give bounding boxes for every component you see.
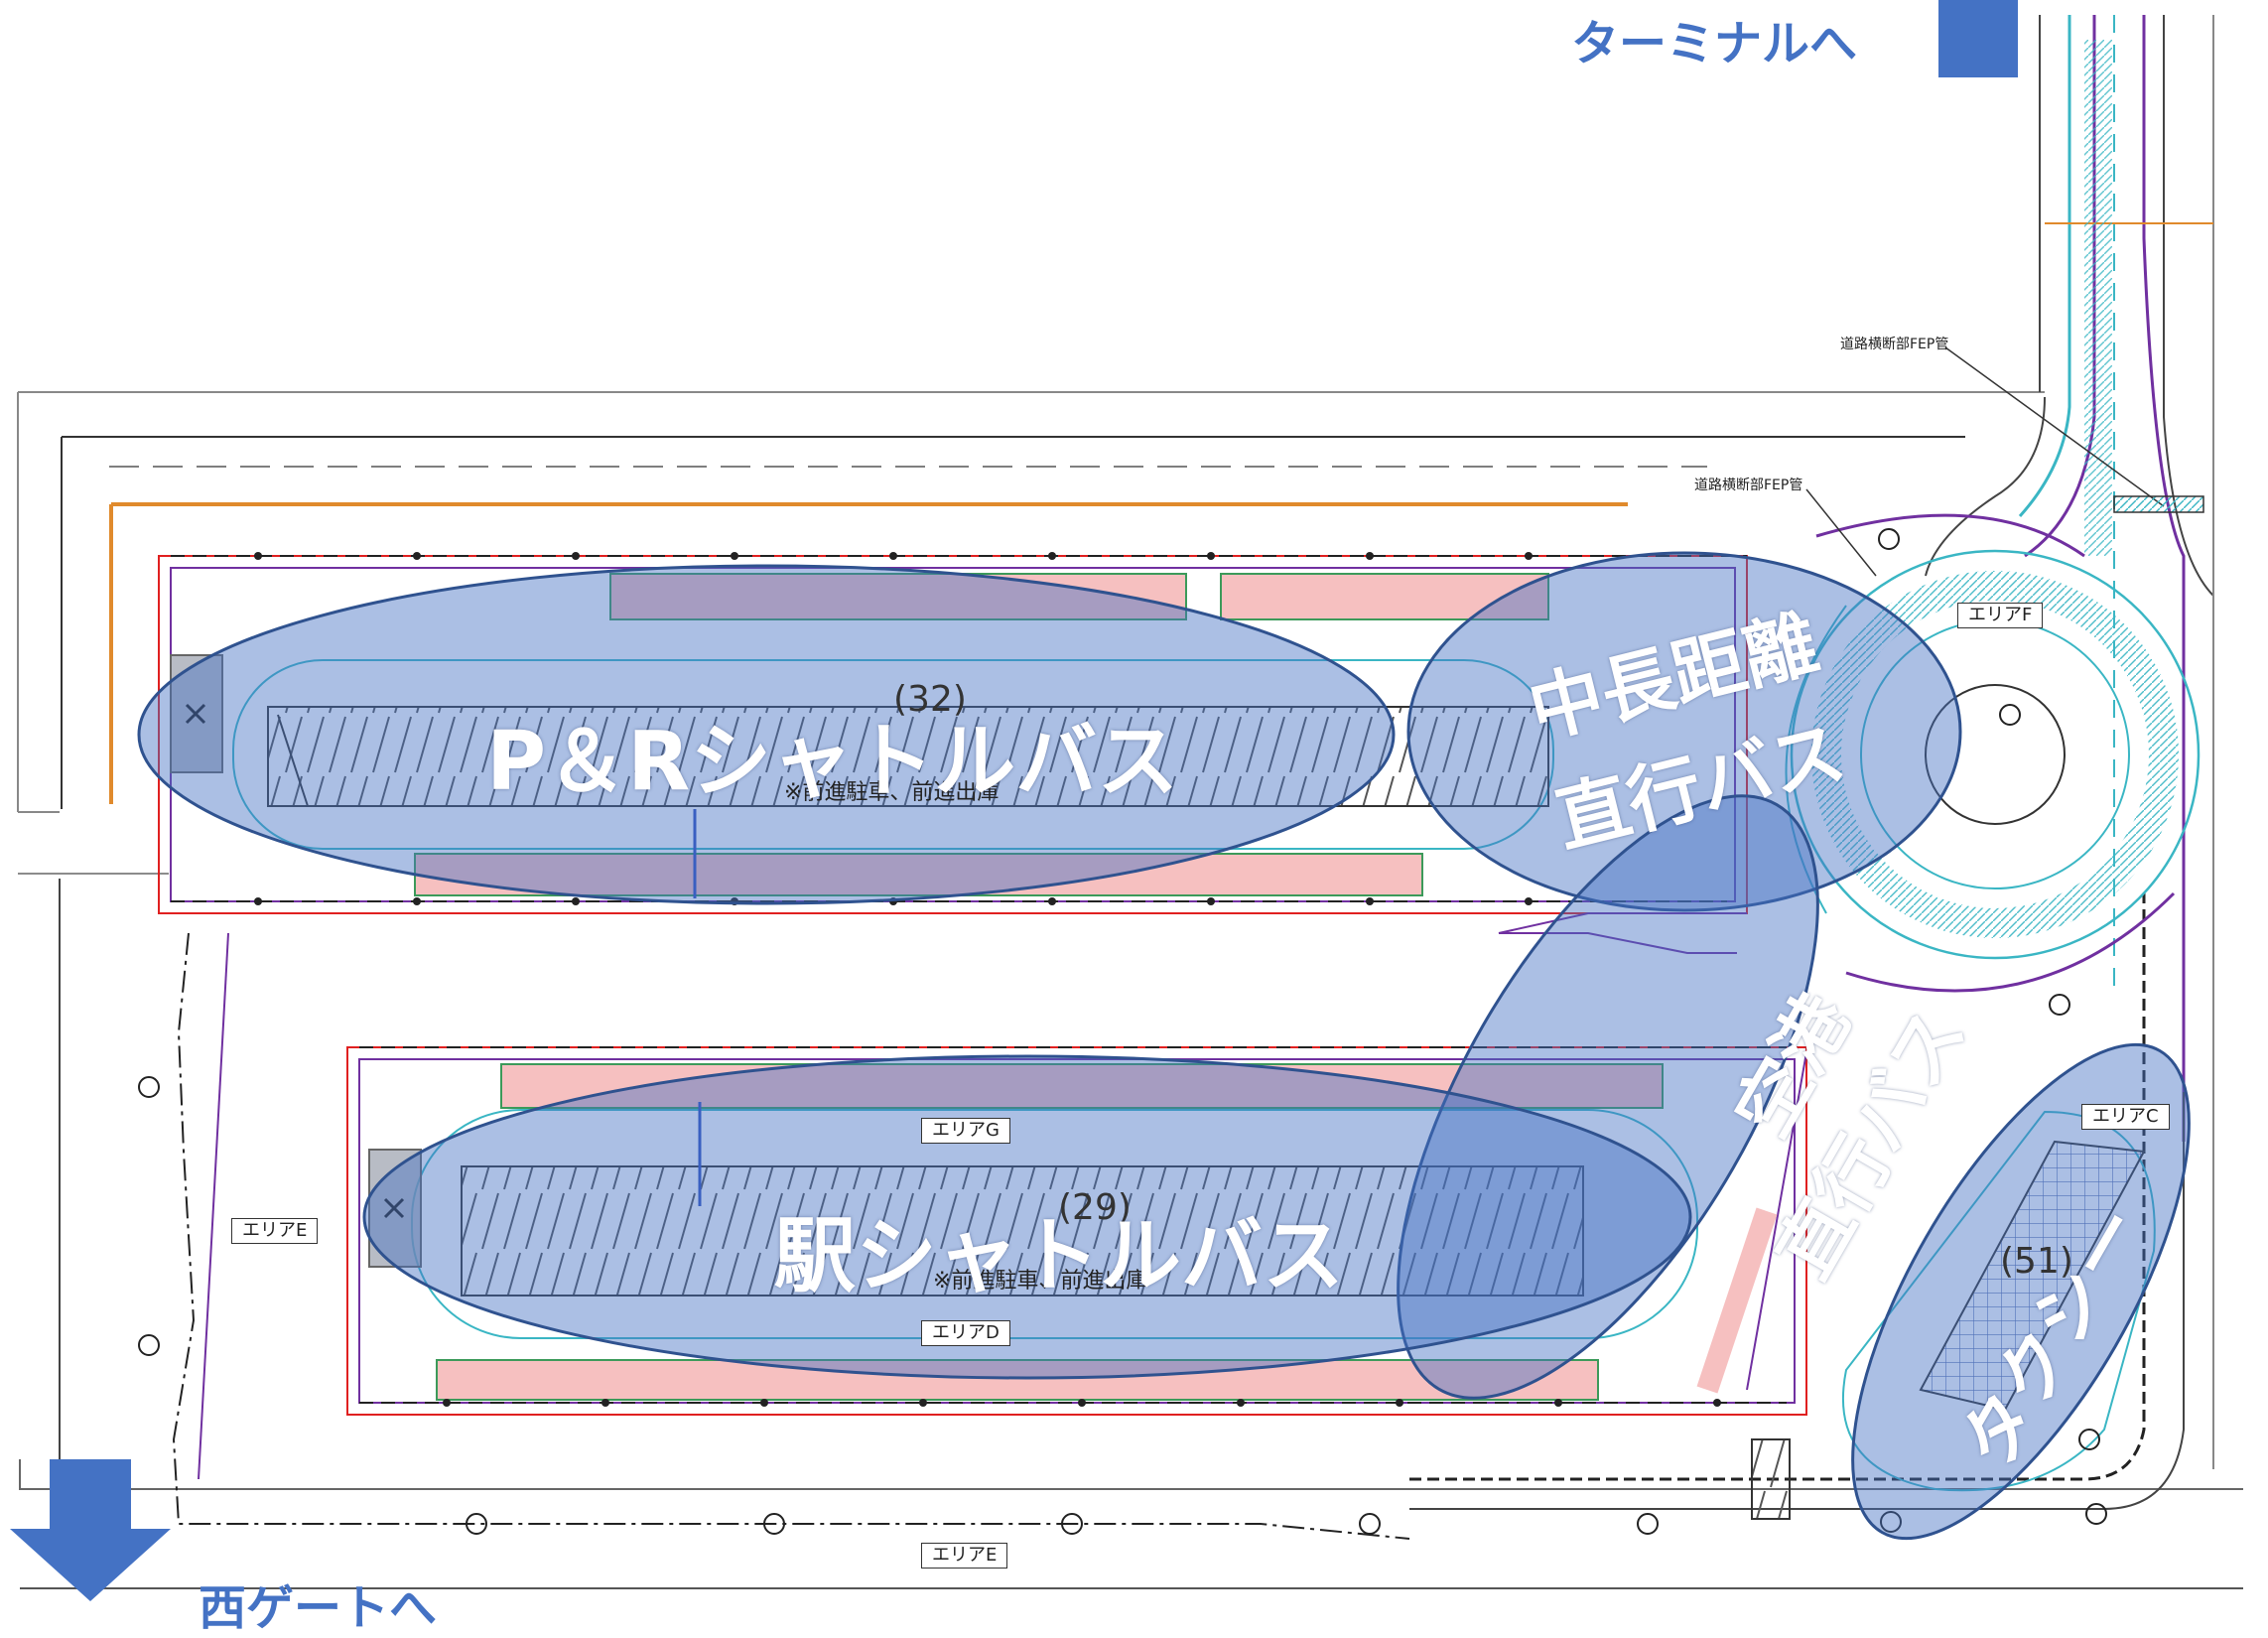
area-e-bottom-tag: エリアE: [921, 1543, 1008, 1569]
access-road: [1409, 15, 2214, 1510]
terminal-arrow: [1938, 0, 2018, 77]
site-plan: [10, 0, 2243, 1601]
dot-rows: [254, 552, 1721, 1407]
fep-pipe: [2113, 495, 2204, 513]
station-count: (29): [1058, 1187, 1132, 1228]
west-gate-arrow: [10, 1459, 171, 1601]
fep-label-upper: 道路横断部FEP管: [1840, 337, 1949, 352]
station-note: ※前進駐車、前進出庫: [933, 1269, 1148, 1294]
zone-taxi: [1851, 1042, 2191, 1541]
lamp-markers: [138, 528, 2107, 1535]
station-lot: [346, 1046, 1807, 1416]
zone-overlays: [137, 551, 2191, 1541]
pr-note: ※前進駐車、前進出庫: [784, 780, 1000, 805]
area-d-tag: エリアD: [921, 1320, 1010, 1346]
zone-label-pr-shuttle: P＆Rシャトルバス: [486, 715, 1179, 809]
area-g-tag: エリアG: [921, 1118, 1010, 1144]
taxi-lot: [1696, 1110, 2156, 1520]
site-boundary: [17, 391, 2243, 1589]
area-c-tag: エリアC: [2081, 1104, 2170, 1130]
west-gate-label: 西ゲートへ: [199, 1580, 438, 1636]
zone-station-shuttle: [362, 1054, 1692, 1380]
zone-pr-shuttle: [137, 564, 1396, 905]
area-f-tag: エリアF: [1957, 603, 2044, 628]
zone-label-station-shuttle: 駅シャトルバス: [774, 1209, 1345, 1303]
fep-leaders: [1805, 346, 2165, 577]
area-e-left-tag: エリアE: [231, 1218, 319, 1244]
pr-lot: [158, 555, 1748, 954]
roundabout: [1785, 513, 2201, 993]
perimeter-line: [59, 809, 1410, 1540]
pr-count: (32): [893, 679, 967, 720]
terminal-label: ターミナルへ: [1571, 16, 1858, 71]
taxi-count: (51): [2000, 1241, 2073, 1282]
entry-boxes: [170, 654, 422, 1268]
zone-long-distance: [1406, 551, 1962, 912]
fep-label-lower: 道路横断部FEP管: [1694, 478, 1803, 493]
zone-airport: [1397, 794, 1819, 1400]
